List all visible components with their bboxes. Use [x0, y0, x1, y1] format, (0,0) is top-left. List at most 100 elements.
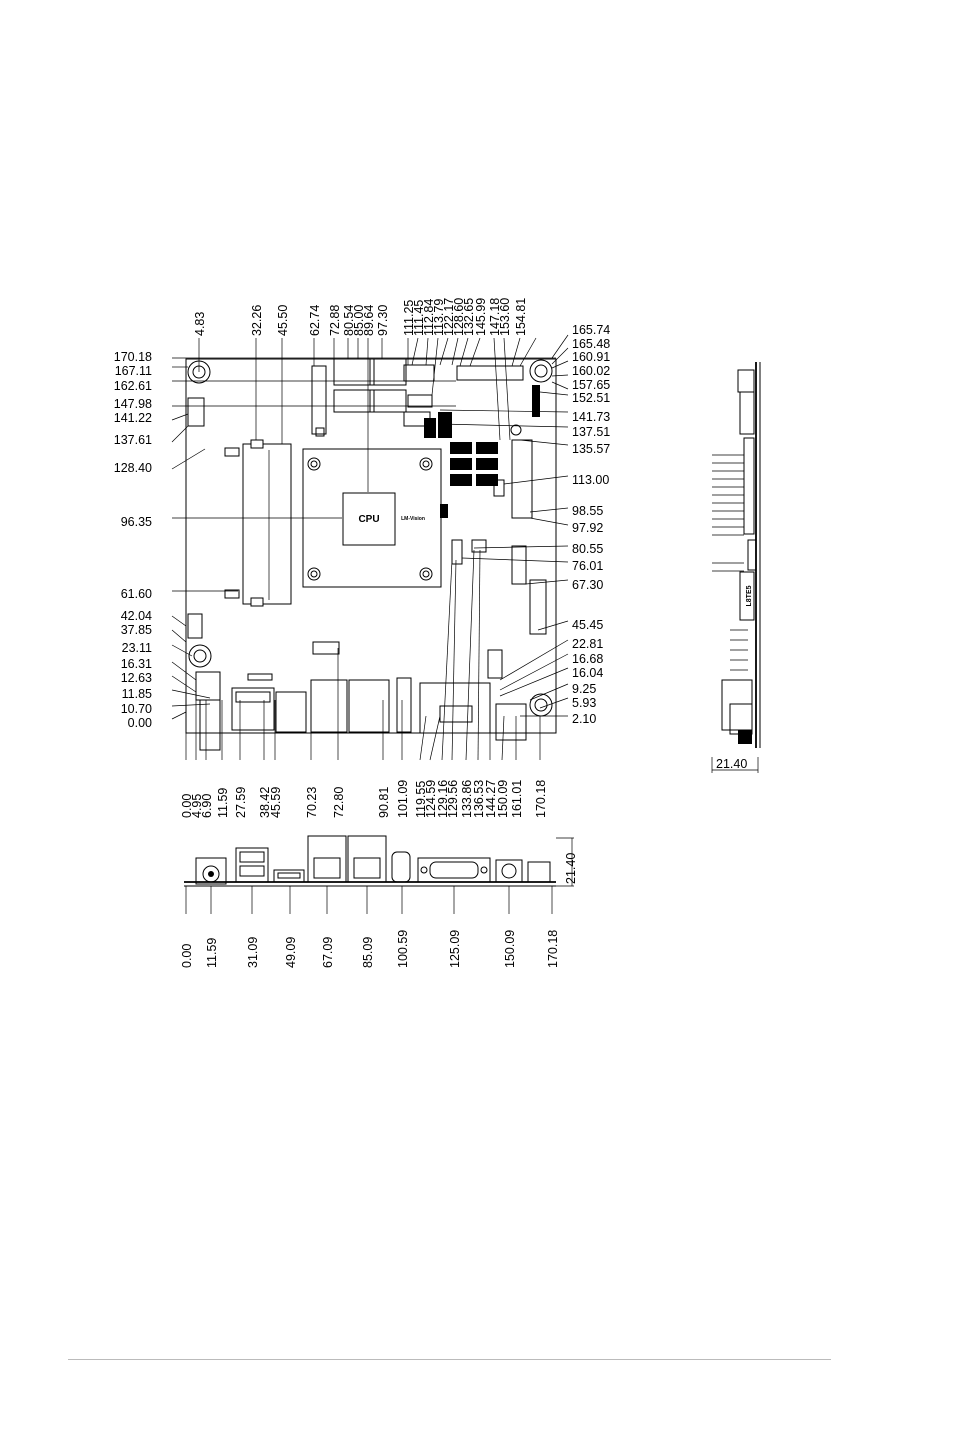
bottom-dim-label: 90.81 — [377, 787, 391, 818]
mounting-hole-top-right — [529, 359, 553, 383]
side-view: L8TE5 21.40 — [711, 362, 761, 773]
left-dimension-labels: 170.18167.11162.61147.98141.22137.61128.… — [114, 350, 152, 730]
right-dim-label: 16.04 — [572, 666, 603, 680]
rear-leaders — [185, 886, 553, 914]
black-components — [424, 412, 533, 519]
left-dim-label: 10.70 — [121, 702, 152, 716]
bottom-dim-label: 6.90 — [200, 794, 214, 818]
bottom-dim-label: 45.59 — [269, 787, 283, 818]
top-dim-label: 32.26 — [250, 305, 264, 336]
left-dim-label: 42.04 — [121, 609, 152, 623]
rear-dim-label: 67.09 — [321, 937, 335, 968]
left-dim-label: 96.35 — [121, 515, 152, 529]
bottom-dim-label: 129.16 — [436, 780, 450, 818]
side-heatsink-fins — [712, 454, 744, 572]
rear-dim-label: 100.59 — [396, 930, 410, 968]
side-label: L8TE5 — [746, 585, 753, 606]
left-dim-label: 0.00 — [128, 716, 152, 730]
side-lower-fins — [730, 629, 748, 671]
rear-dim-label: 11.59 — [205, 938, 219, 968]
right-dim-label: 9.25 — [572, 682, 596, 696]
right-dim-label: 157.65 — [572, 378, 610, 392]
top-dim-label: 112.84 — [422, 299, 436, 336]
right-dim-label: 76.01 — [572, 559, 603, 573]
chip-label: LM-Vision — [401, 516, 425, 522]
right-leaders — [439, 334, 569, 717]
right-dim-label: 2.10 — [572, 712, 596, 726]
top-dim-label: 128.60 — [452, 298, 466, 336]
dc-jack — [195, 857, 227, 885]
cpu-die — [342, 492, 396, 546]
bottom-dim-label: 101.09 — [396, 780, 410, 818]
hdmi-port — [273, 869, 305, 883]
right-dim-label: 113.00 — [572, 473, 609, 487]
audio-jack — [495, 859, 523, 883]
bottom-dim-label: 27.59 — [234, 787, 248, 818]
rear-height-dim: 21.40 — [564, 853, 578, 884]
bottom-dim-label: 38.42 — [258, 787, 272, 818]
bottom-dim-label: 124.59 — [424, 780, 438, 818]
right-dim-label: 137.51 — [572, 425, 610, 439]
right-dim-label: 165.48 — [572, 337, 610, 351]
bottom-dim-label: 136.53 — [472, 780, 486, 818]
top-dim-label: 111.45 — [412, 300, 426, 336]
left-dim-label: 23.11 — [122, 641, 152, 655]
right-dimension-labels: 165.74165.48160.91160.02157.65152.51141.… — [572, 323, 610, 726]
left-dim-label: 16.31 — [121, 657, 152, 671]
bottom-dim-label: 129.56 — [446, 780, 460, 818]
right-dim-label: 97.92 — [572, 521, 603, 535]
so-dimm-slot — [224, 439, 292, 607]
top-dim-label: 153.60 — [498, 298, 512, 336]
mounting-hole-bottom-left — [188, 644, 212, 668]
rear-dim-label: 31.09 — [246, 937, 260, 968]
left-dim-label: 167.11 — [115, 364, 152, 378]
right-dim-label: 152.51 — [572, 391, 610, 405]
rear-dim-label: 125.09 — [448, 930, 462, 968]
left-dim-label: 170.18 — [114, 350, 152, 364]
right-dim-label: 165.74 — [572, 323, 610, 337]
right-dim-label: 141.73 — [572, 410, 610, 424]
bottom-dim-label: 11.59 — [216, 788, 230, 818]
rear-dim-label: 170.18 — [546, 930, 560, 968]
left-dim-label: 137.61 — [114, 433, 152, 447]
left-dim-label: 128.40 — [114, 461, 152, 475]
rear-dim-label: 150.09 — [503, 930, 517, 968]
bottom-dim-label: 4.95 — [190, 794, 204, 818]
cpu-heatsink: CPU LM-Vision — [302, 448, 448, 588]
right-dim-label: 45.45 — [572, 618, 603, 632]
cpu-label: CPU — [358, 514, 379, 525]
top-dim-label: 85.00 — [352, 305, 366, 336]
top-dim-label: 80.54 — [342, 305, 356, 336]
top-dim-label: 122.17 — [442, 298, 456, 336]
top-dim-label: 45.50 — [276, 305, 290, 336]
top-dim-label: 147.18 — [488, 298, 502, 336]
lan-port-2 — [347, 835, 387, 883]
right-dim-label: 67.30 — [572, 578, 603, 592]
right-dim-label: 160.91 — [572, 350, 610, 364]
left-dim-label: 11.85 — [122, 687, 152, 701]
top-dim-label: 154.81 — [514, 298, 528, 336]
left-dim-label: 12.63 — [121, 671, 152, 685]
bottom-dim-label: 72.80 — [332, 787, 346, 818]
left-dim-label: 37.85 — [121, 623, 152, 637]
bottom-dim-label: 161.01 — [510, 780, 524, 818]
footer-rule — [68, 1359, 831, 1360]
top-dim-label: 113.79 — [432, 299, 446, 336]
top-connectors — [187, 358, 540, 437]
left-dim-label: 162.61 — [114, 379, 152, 393]
right-dim-label: 135.57 — [572, 442, 610, 456]
top-dim-label: 132.65 — [462, 298, 476, 336]
top-dim-label: 89.64 — [362, 305, 376, 336]
bottom-dim-label: 133.86 — [460, 780, 474, 818]
right-dim-label: 5.93 — [572, 696, 596, 710]
right-dim-label: 22.81 — [572, 637, 603, 651]
left-leaders — [171, 357, 556, 720]
right-dim-label: 98.55 — [572, 504, 603, 518]
bottom-dim-label: 119.55 — [414, 781, 428, 818]
